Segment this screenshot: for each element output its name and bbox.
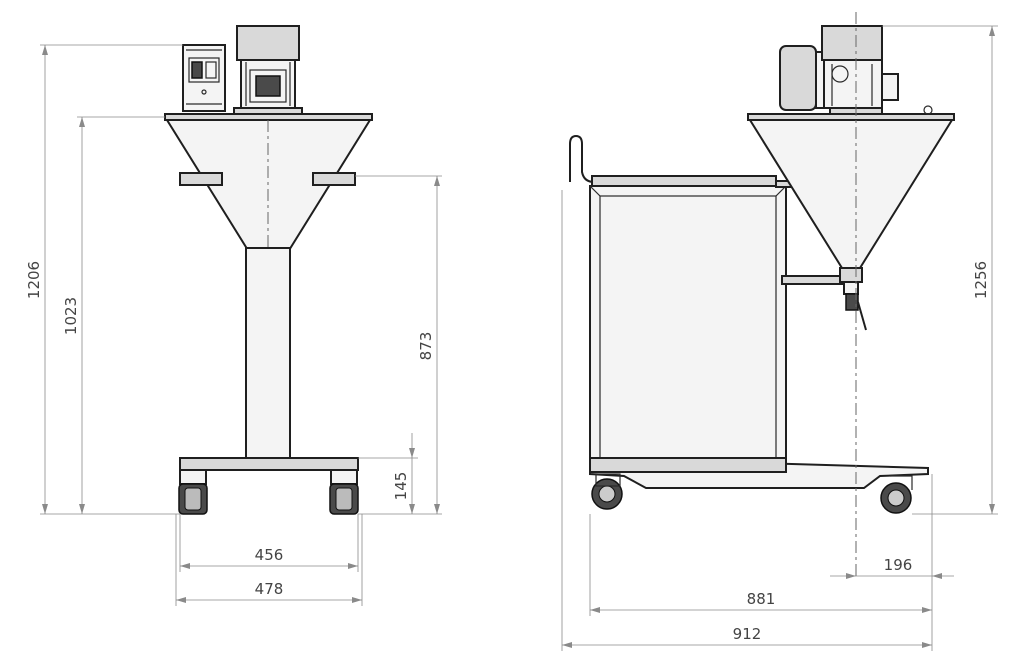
- side-handle: [569, 134, 595, 183]
- dim-1256: 1256: [972, 261, 990, 299]
- front-base-frame: [179, 457, 359, 471]
- front-motor: [233, 25, 303, 115]
- side-lid-knob: [923, 105, 933, 115]
- front-column: [245, 247, 291, 459]
- side-base-rail: [589, 457, 787, 473]
- dim-1023: 1023: [62, 297, 80, 335]
- front-right-wheel: [329, 469, 359, 515]
- front-right-bracket: [312, 172, 356, 186]
- side-motor: [779, 25, 899, 115]
- dim-873: 873: [417, 332, 435, 361]
- side-left-wheel: [591, 473, 623, 510]
- front-left-wheel: [178, 469, 208, 515]
- dim-478: 478: [255, 580, 284, 598]
- side-cart-frame: [589, 175, 787, 473]
- dim-1206: 1206: [25, 261, 43, 299]
- dim-145: 145: [392, 472, 410, 501]
- front-left-bracket: [179, 172, 223, 186]
- side-outlet-valve: [839, 267, 867, 331]
- dim-881: 881: [747, 590, 776, 608]
- dim-456: 456: [255, 546, 284, 564]
- side-view: 1256 196 881 912: [561, 12, 998, 651]
- front-view: 1206 1023 873 145 456 478: [25, 25, 442, 606]
- front-dimensions: [40, 44, 442, 606]
- side-right-wheel: [880, 475, 913, 514]
- dim-196: 196: [884, 556, 913, 574]
- side-dimensions: [561, 25, 998, 651]
- side-lower-bar: [781, 275, 845, 285]
- front-control-box: [182, 44, 226, 112]
- dim-912: 912: [733, 625, 762, 643]
